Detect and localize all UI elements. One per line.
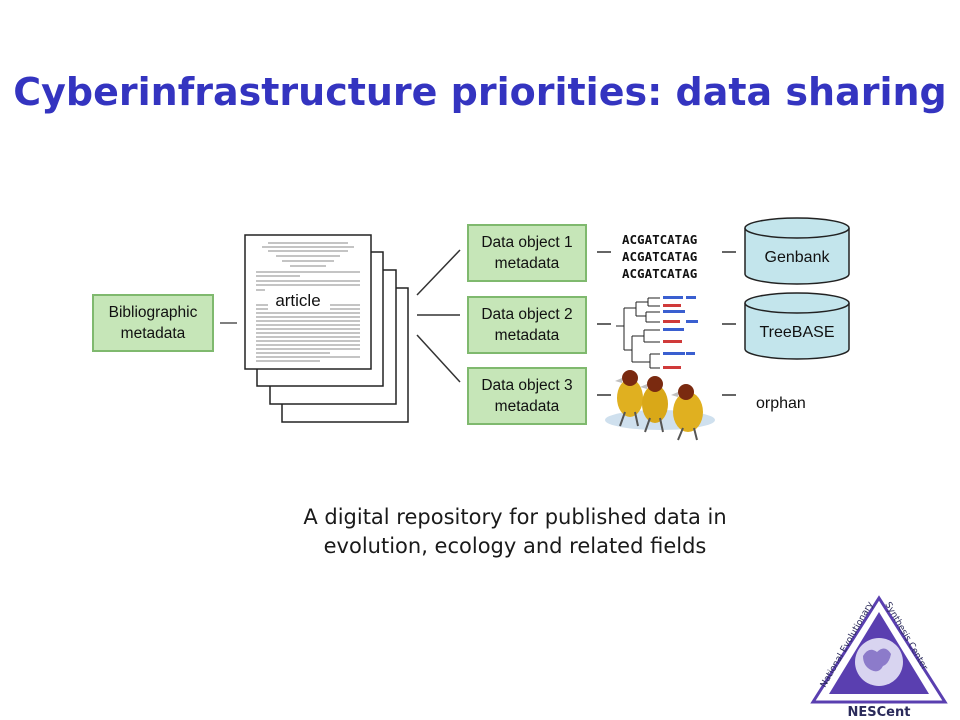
dna-sequence-2: ACGATCATAG [622, 249, 697, 264]
genbank-label: Genbank [765, 249, 831, 266]
bibliographic-label-line1: Bibliographic [109, 304, 198, 321]
data-object-2-line1: Data object 2 [481, 306, 572, 323]
logo-name: NESCent [848, 705, 911, 718]
data-object-3-box: Data object 3 metadata [467, 367, 587, 425]
orphan-label: orphan [756, 395, 806, 412]
data-object-1-line1: Data object 1 [481, 234, 572, 251]
birds-image [605, 370, 715, 441]
data-object-3-line2: metadata [495, 398, 560, 415]
caption-line-1: A digital repository for published data … [303, 505, 727, 529]
caption-line-2: evolution, ecology and related fields [323, 534, 707, 558]
data-object-1-box: Data object 1 metadata [467, 224, 587, 282]
data-object-3-line1: Data object 3 [481, 377, 572, 394]
treebase-database-icon: TreeBASE [744, 292, 850, 360]
caption: A digital repository for published data … [235, 503, 795, 561]
nescent-logo: National Evolutionary Synthesis Center N… [810, 595, 948, 718]
genbank-database-icon: Genbank [744, 217, 850, 285]
connector-dashes [597, 251, 736, 396]
bibliographic-label-line2: metadata [121, 325, 186, 342]
data-object-1-line2: metadata [495, 255, 560, 272]
data-object-2-box: Data object 2 metadata [467, 296, 587, 354]
article-stack: article [244, 234, 409, 423]
slide-title: Cyberinfrastructure priorities: data sha… [13, 70, 947, 114]
treebase-label: TreeBASE [760, 324, 835, 341]
bibliographic-metadata-box: Bibliographic metadata [92, 294, 214, 352]
data-object-2-line2: metadata [495, 327, 560, 344]
branch-lines [416, 249, 461, 383]
phylogenetic-tree-image [616, 296, 698, 369]
dna-sequence-1: ACGATCATAG [622, 232, 697, 247]
dna-sequence-3: ACGATCATAG [622, 266, 697, 281]
dna-sequences: ACGATCATAG ACGATCATAG ACGATCATAG [622, 232, 697, 281]
article-label: article [275, 291, 320, 310]
